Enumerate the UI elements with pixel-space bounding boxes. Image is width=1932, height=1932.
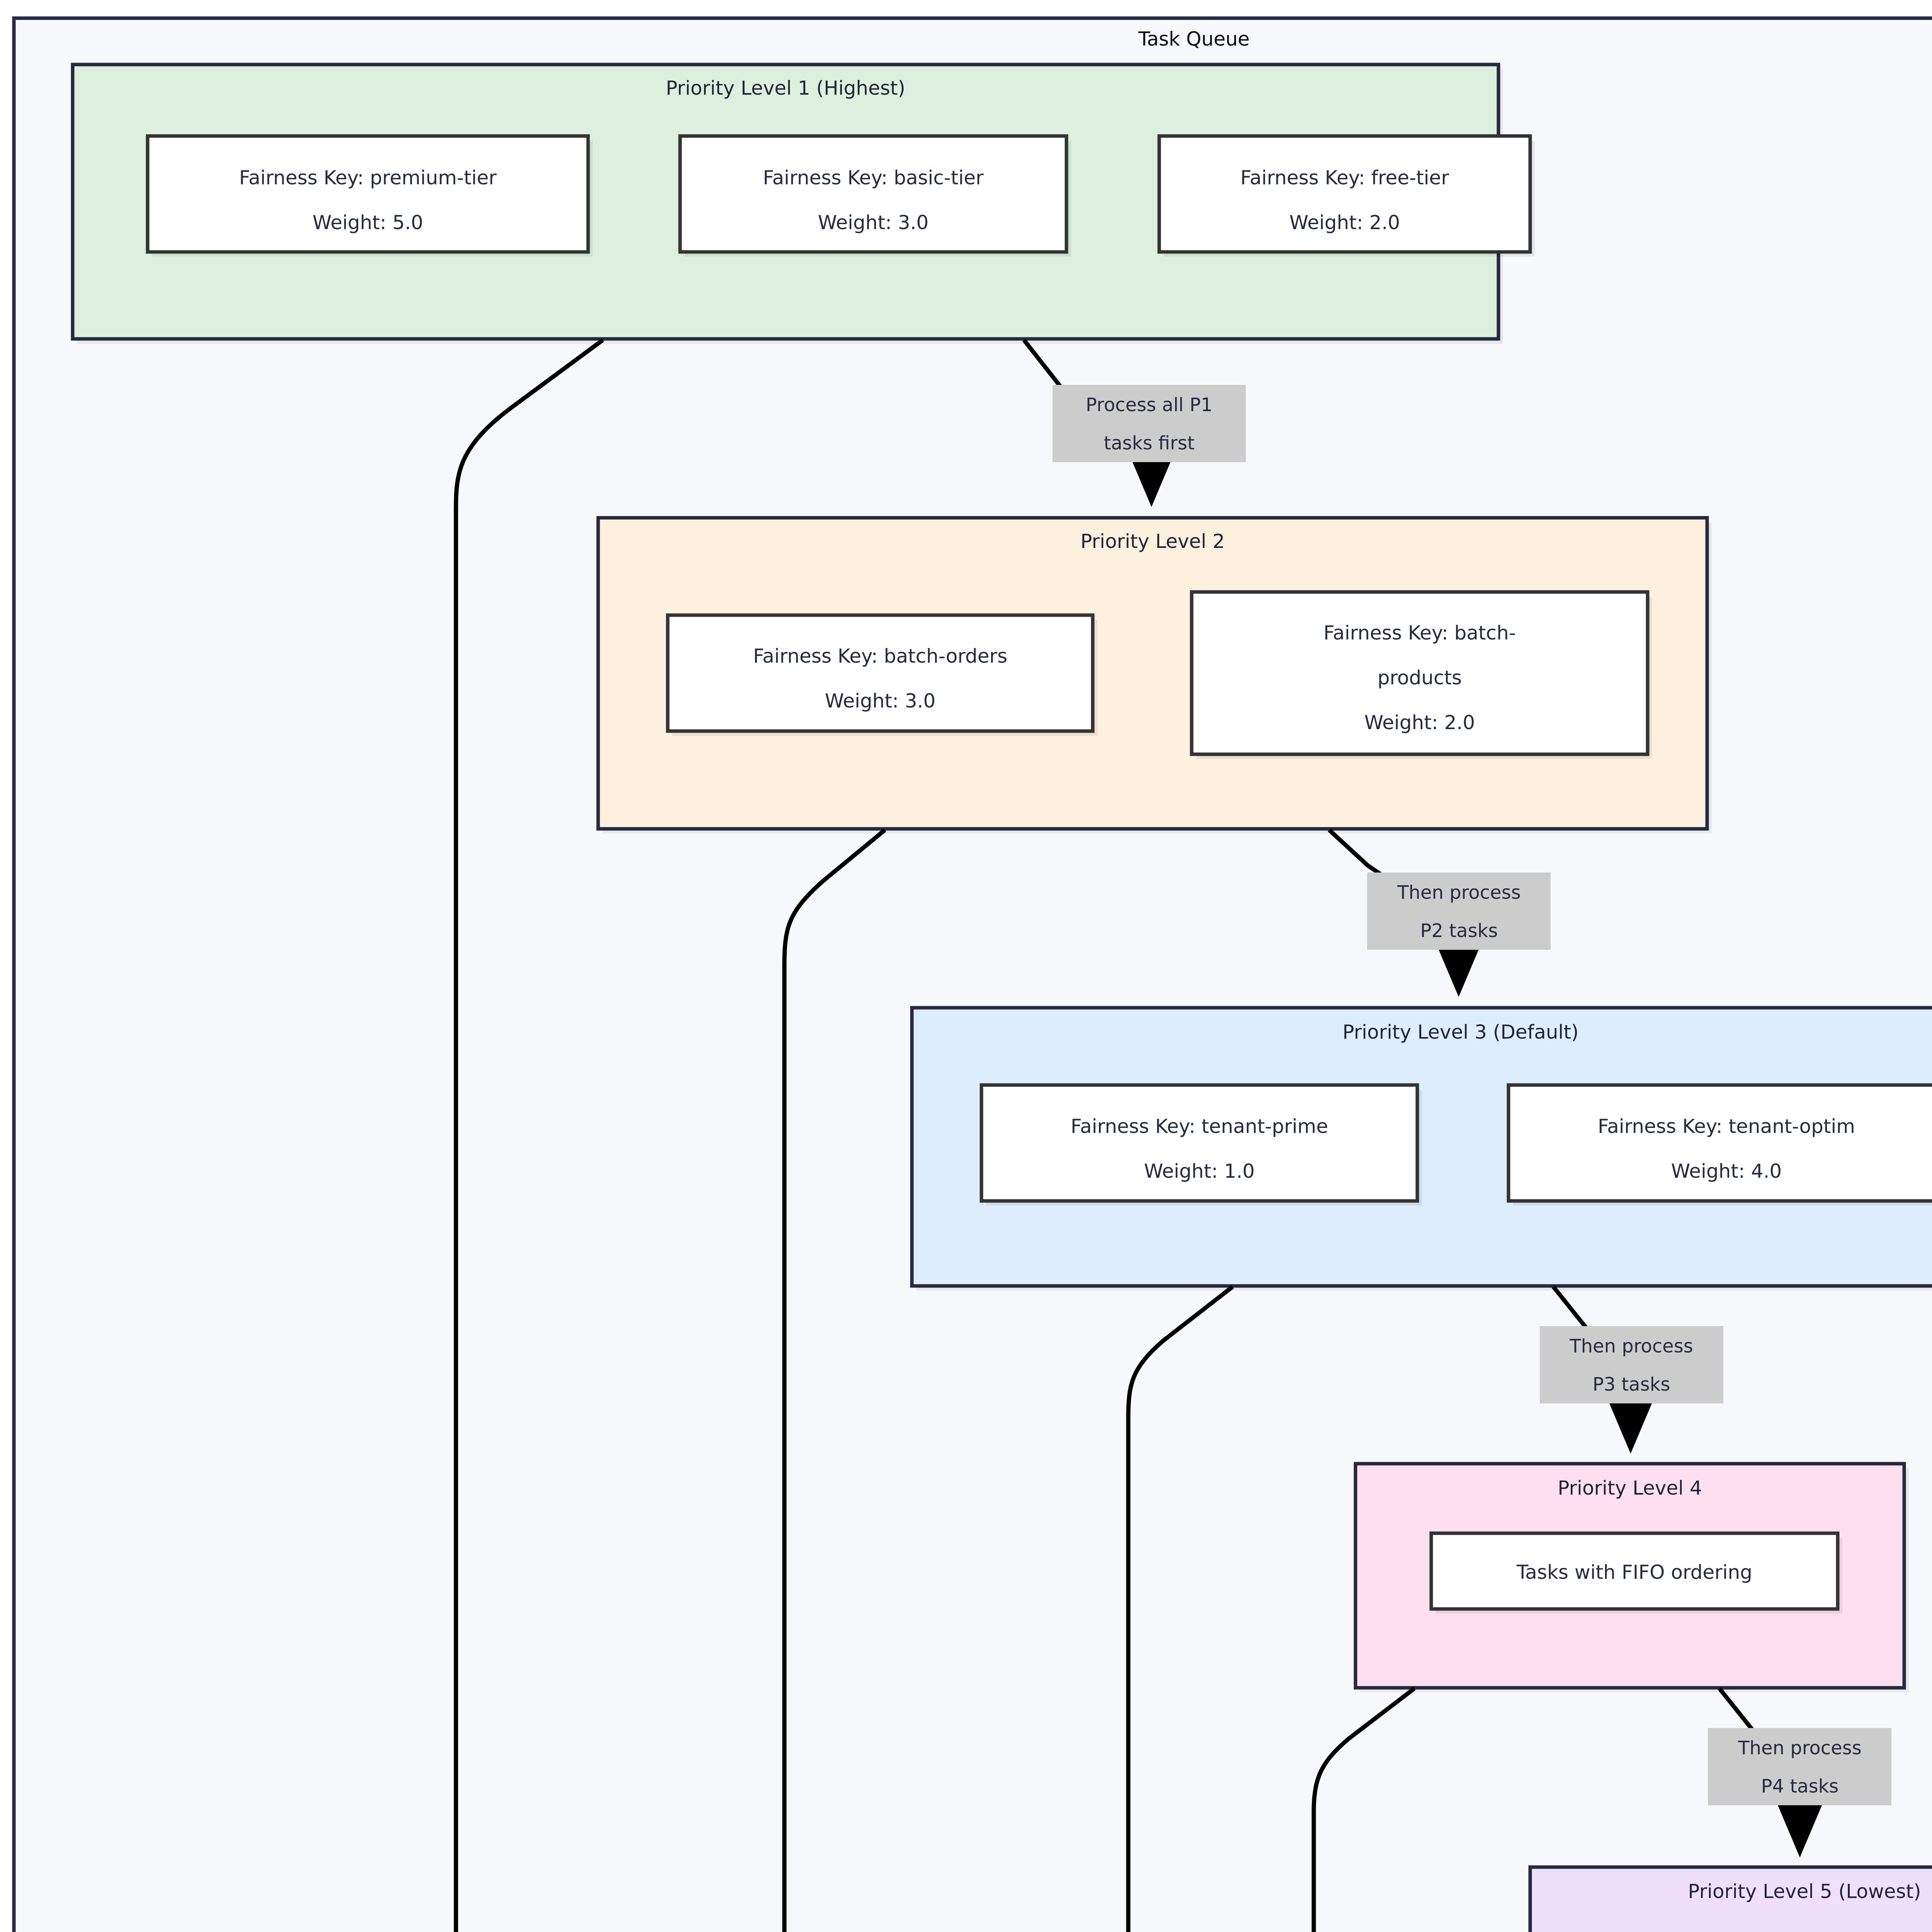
edge-label-4-bg [1708, 1728, 1891, 1805]
p2-node-1[interactable] [666, 613, 1095, 733]
p4-title: Priority Level 4 [1558, 1477, 1702, 1499]
edge-label-2-line1: Then process [1397, 882, 1520, 903]
p5-container [1528, 1865, 1932, 1932]
p2-title: Priority Level 2 [1080, 530, 1225, 553]
p1-node-2-weight: Weight: 3.0 [818, 211, 929, 234]
p3-node-2-weight: Weight: 4.0 [1671, 1160, 1782, 1182]
edge-label-1-line2: tasks first [1104, 432, 1194, 454]
p1-node-2[interactable] [678, 134, 1068, 254]
edge-p1-to-workers [454, 338, 604, 1932]
p3-title: Priority Level 3 (Default) [1342, 1021, 1578, 1043]
p1-node-2-key: Fairness Key: basic-tier [763, 167, 984, 189]
p1-node-3-weight: Weight: 2.0 [1289, 211, 1400, 234]
p5-title: Priority Level 5 (Lowest) [1688, 1880, 1921, 1903]
p3-node-2-key: Fairness Key: tenant-optim [1598, 1115, 1855, 1138]
edge-label-3-bg [1540, 1326, 1723, 1403]
p4-node-1[interactable] [1429, 1531, 1840, 1611]
edge-p3-to-workers [1126, 1285, 1234, 1932]
p3-node-2[interactable] [1507, 1083, 1932, 1203]
p3-node-1-key: Fairness Key: tenant-prime [1071, 1115, 1328, 1138]
edge-label-4-line2: P4 tasks [1761, 1776, 1839, 1797]
p1-node-1-key: Fairness Key: premium-tier [239, 167, 497, 189]
p1-node-1[interactable] [146, 134, 590, 254]
edge-p4-to-workers [1311, 1687, 1416, 1932]
p2-node-1-key: Fairness Key: batch-orders [753, 645, 1007, 667]
edge-label-2-bg [1367, 872, 1551, 950]
task-queue-title: Task Queue [1138, 28, 1250, 50]
p1-node-3[interactable] [1157, 134, 1532, 254]
p2-node-2-key2: products [1378, 667, 1462, 689]
edge-label-3-line2: P3 tasks [1593, 1374, 1670, 1395]
edge-label-2-line2: P2 tasks [1420, 920, 1498, 942]
edge-p2-to-workers [782, 828, 886, 1932]
edge-label-3-line1: Then process [1569, 1335, 1693, 1357]
p3-node-1[interactable] [980, 1083, 1419, 1203]
edge-label-4-line1: Then process [1738, 1737, 1861, 1759]
p1-title: Priority Level 1 (Highest) [666, 77, 905, 99]
p2-node-2-weight: Weight: 2.0 [1364, 711, 1475, 734]
edge-label-1-bg [1053, 385, 1246, 462]
p1-node-1-weight: Weight: 5.0 [313, 211, 423, 234]
edge-label-1-line1: Process all P1 [1086, 394, 1213, 416]
p4-node-1-label: Tasks with FIFO ordering [1516, 1561, 1752, 1583]
p3-node-1-weight: Weight: 1.0 [1144, 1160, 1255, 1182]
p2-node-2-key: Fairness Key: batch- [1323, 622, 1516, 644]
p1-node-3-key: Fairness Key: free-tier [1240, 167, 1449, 189]
p2-node-2[interactable] [1190, 590, 1650, 756]
p2-node-1-weight: Weight: 3.0 [825, 690, 935, 712]
